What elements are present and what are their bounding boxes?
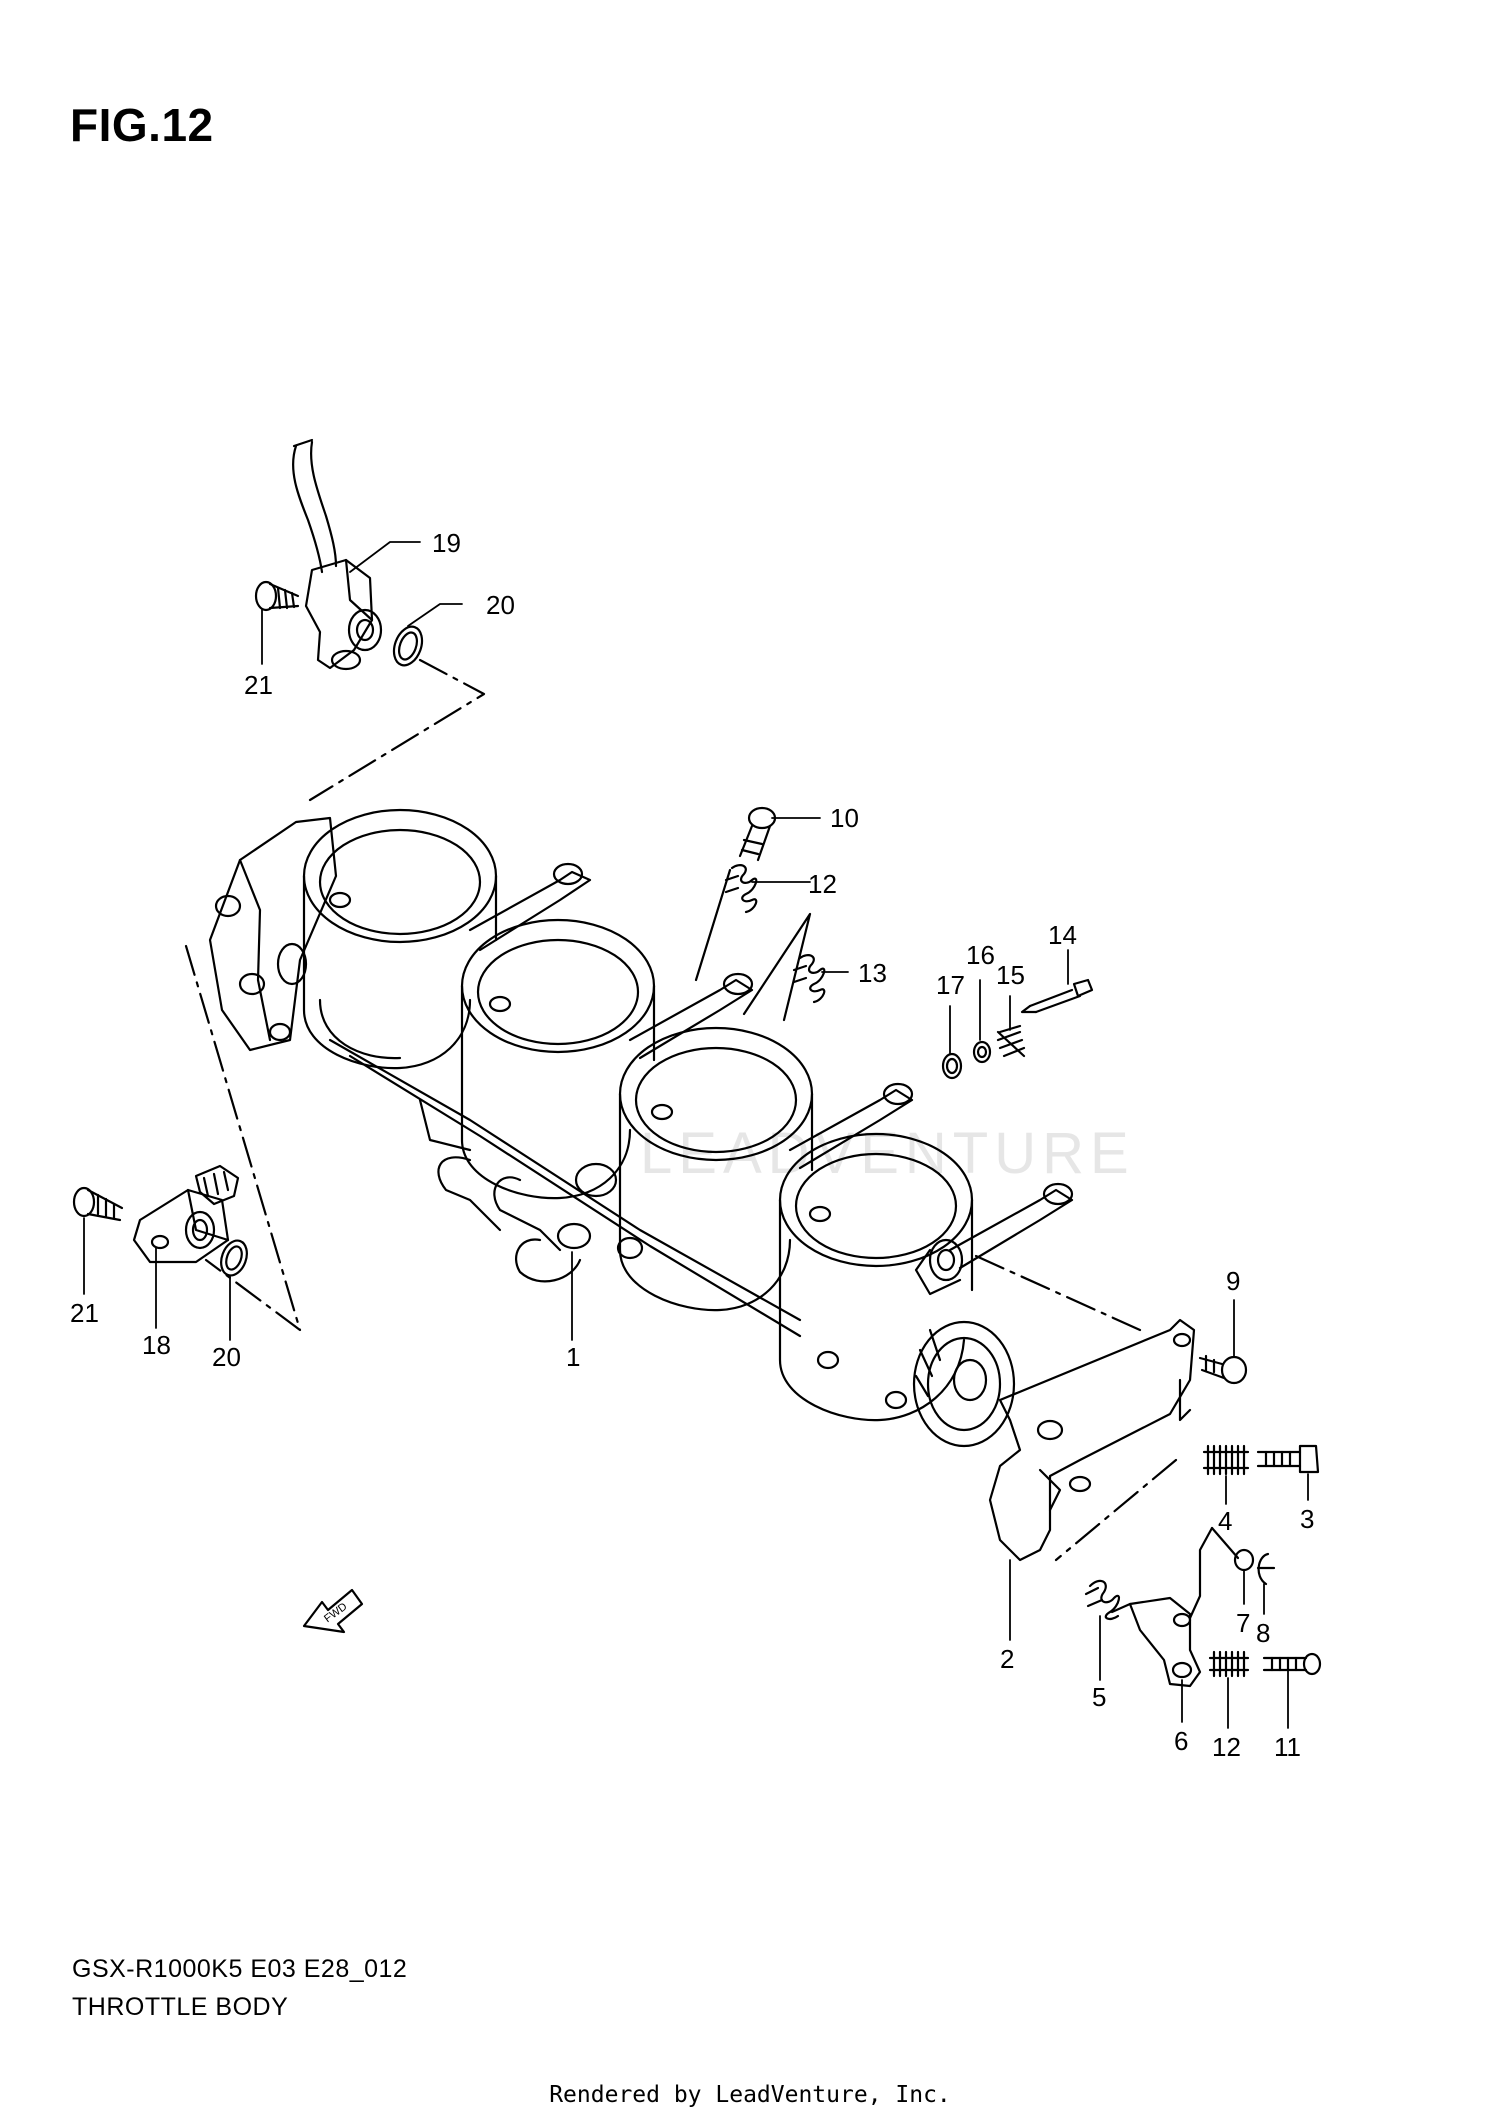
callout-20-left: 20 xyxy=(212,1342,241,1372)
throttle-body-main xyxy=(208,808,1074,1448)
callout-7: 7 xyxy=(1236,1608,1250,1638)
callout-labels: 19 20 21 10 12 13 14 16 15 17 21 18 20 1… xyxy=(70,528,1314,1762)
screw-9 xyxy=(1198,1354,1248,1385)
sensor-18-assembly xyxy=(132,1164,240,1264)
sensor-19-assembly xyxy=(292,438,383,671)
screw-21-top xyxy=(254,580,300,612)
callout-17: 17 xyxy=(936,970,965,1000)
callout-21-top: 21 xyxy=(244,670,273,700)
screw-3 xyxy=(1256,1444,1320,1474)
leader-lines xyxy=(83,541,1309,1729)
spring-5 xyxy=(1084,1579,1120,1621)
callout-8: 8 xyxy=(1256,1618,1270,1648)
screw-14 xyxy=(1020,978,1094,1014)
o-ring-17 xyxy=(941,1052,963,1080)
callout-13: 13 xyxy=(858,958,887,988)
screw-11 xyxy=(1262,1652,1322,1676)
callout-20-top: 20 xyxy=(486,590,515,620)
callout-1: 1 xyxy=(566,1342,580,1372)
spring-12-bottom xyxy=(1208,1650,1250,1678)
washer-16 xyxy=(972,1040,992,1064)
callout-12-top: 12 xyxy=(808,869,837,899)
callout-11: 11 xyxy=(1274,1732,1301,1762)
spring-12-top xyxy=(724,864,758,914)
section-name: THROTTLE BODY xyxy=(72,1993,289,2021)
o-ring-20-top xyxy=(392,625,424,667)
fwd-label: FWD xyxy=(322,1601,349,1625)
callout-12-bottom: 12 xyxy=(1212,1732,1241,1762)
e-clip-7 xyxy=(1233,1548,1255,1572)
lever-6 xyxy=(1110,1596,1202,1688)
callout-21-left: 21 xyxy=(70,1298,99,1328)
callout-18: 18 xyxy=(142,1330,171,1360)
callout-5: 5 xyxy=(1092,1682,1106,1712)
footer-credit: Rendered by LeadVenture, Inc. xyxy=(549,2082,951,2108)
model-code: GSX-R1000K5 E03 E28_012 xyxy=(72,1955,408,1983)
screw-10 xyxy=(738,806,777,862)
callout-19: 19 xyxy=(432,528,461,558)
callout-6: 6 xyxy=(1174,1726,1188,1756)
spring-4 xyxy=(1202,1444,1250,1476)
callout-16: 16 xyxy=(966,940,995,970)
callout-2: 2 xyxy=(1000,1644,1014,1674)
callout-4: 4 xyxy=(1218,1506,1232,1536)
lever-2 xyxy=(988,1318,1196,1562)
callout-9: 9 xyxy=(1226,1266,1240,1296)
callout-10: 10 xyxy=(830,803,859,833)
fwd-arrow-icon: FWD xyxy=(302,1588,364,1634)
callout-3: 3 xyxy=(1300,1504,1314,1534)
callout-14: 14 xyxy=(1048,920,1077,950)
figure-title: FIG.12 xyxy=(70,99,214,151)
spring-15 xyxy=(996,1024,1026,1058)
screw-21-left xyxy=(72,1186,124,1222)
callout-15: 15 xyxy=(996,960,1025,990)
e-clip-8 xyxy=(1256,1552,1276,1586)
